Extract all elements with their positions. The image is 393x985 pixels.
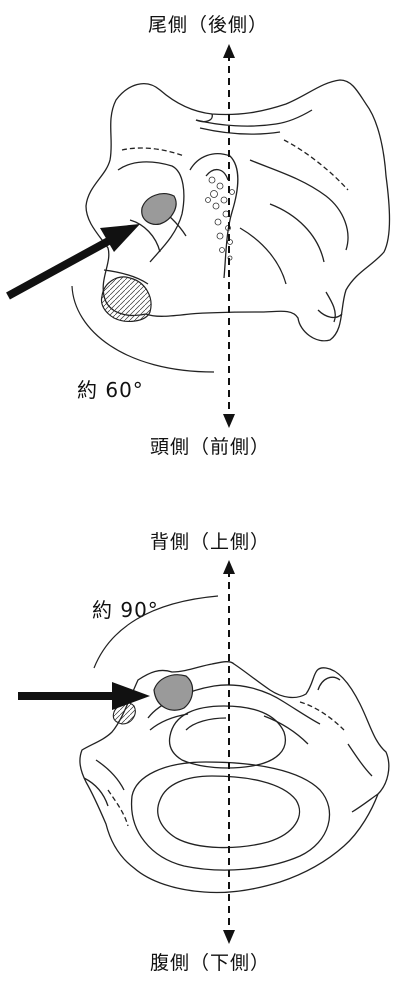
upper-arrow-shaft [8, 238, 114, 296]
upper-cut-surface [102, 277, 152, 321]
upper-axis-arrow-top [223, 44, 235, 58]
lower-axis-arrow-top [223, 560, 235, 574]
lower-target-area [154, 675, 193, 710]
upper-arrow-head [100, 224, 140, 252]
upper-axis-arrow-bottom [223, 414, 235, 428]
lower-axis-arrow-bottom [223, 930, 235, 944]
lower-angle-arc [94, 596, 218, 668]
upper-target-area [142, 194, 176, 225]
